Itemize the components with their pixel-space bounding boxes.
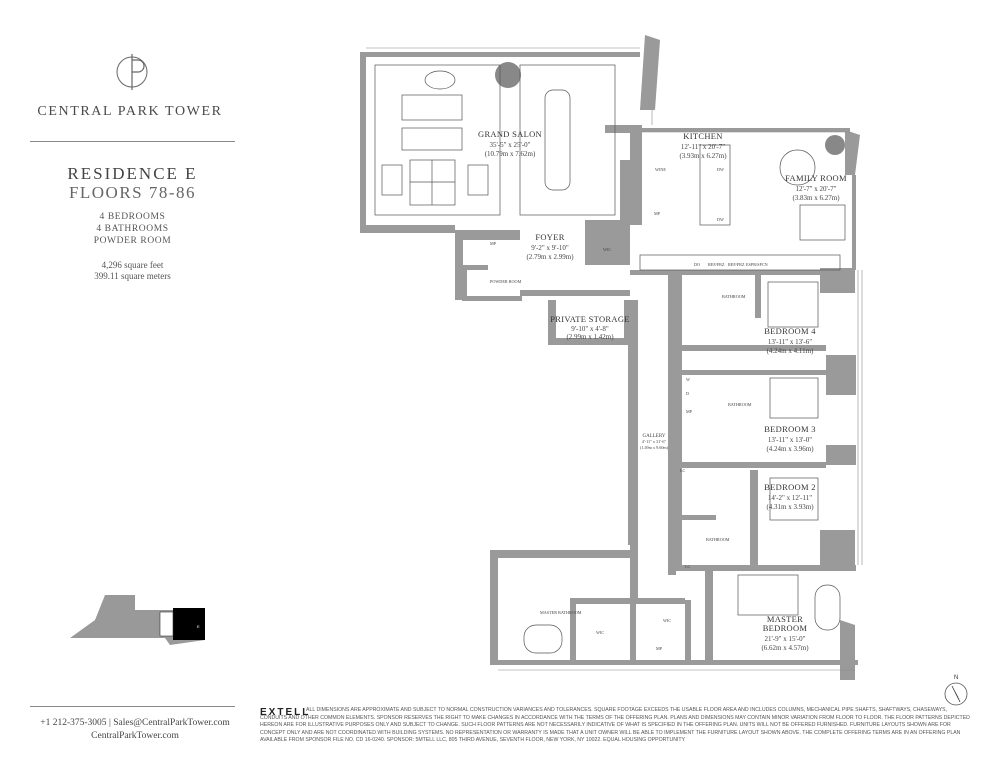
dw-label: DW xyxy=(717,217,724,222)
wic-label: WIC xyxy=(603,247,611,252)
lc-label: LC xyxy=(685,564,691,569)
gallery-label: GALLERY xyxy=(642,434,665,439)
master-bedroom-label-1: MASTER xyxy=(767,614,803,624)
cpt-monogram-icon xyxy=(116,54,148,90)
lc-label: LC xyxy=(680,468,686,473)
wine-label: WINE xyxy=(655,167,666,172)
foyer-dim-imperial: 9'-2" x 9'-10" xyxy=(531,244,569,252)
area-summary: 4,296 square feet 399.11 square meters xyxy=(30,260,235,282)
divider xyxy=(30,141,235,142)
bathroom-label: BATHROOM xyxy=(706,537,730,542)
residence-title: RESIDENCE E xyxy=(67,164,198,183)
w-label: W xyxy=(686,377,690,382)
brand-name: CENTRAL PARK TOWER xyxy=(37,104,223,119)
foyer-dim-metric: (2.79m x 2.99m) xyxy=(526,253,574,261)
bedroom3-dim-metric: (4.24m x 3.96m) xyxy=(766,445,814,453)
private-storage-dim-metric: (2.99m x 1.42m) xyxy=(566,333,614,341)
residence-floors: FLOORS 78-86 xyxy=(68,183,197,202)
kitchen-dim-imperial: 12'-11" x 20'-7" xyxy=(681,143,725,151)
grand-salon-dim-imperial: 35'-5" x 25'-0" xyxy=(490,141,531,149)
family-room-label: FAMILY ROOM xyxy=(785,173,847,183)
powder-room-label: POWDER ROOM xyxy=(490,279,522,284)
refr-label: REF/FRZ xyxy=(728,262,745,267)
bedroom-count: 4 BEDROOMS xyxy=(99,212,166,222)
d-label: D xyxy=(686,391,689,396)
master-bathroom-label: MASTER BATHROOM xyxy=(540,610,582,615)
wic-label: WIC xyxy=(663,618,671,623)
grand-salon-dim-metric: (10.79m x 7.62m) xyxy=(485,150,536,158)
bedroom3-dim-imperial: 13'-11" x 13'-0" xyxy=(768,436,812,444)
bedroom4-dim-imperial: 13'-11" x 13'-6" xyxy=(768,338,812,346)
kitchen-dim-metric: (3.93m x 6.27m) xyxy=(679,152,727,160)
master-bedroom-dim-imperial: 21'-9" x 15'-0" xyxy=(765,635,806,643)
key-plan-icon: E xyxy=(70,595,205,645)
powder-room: POWDER ROOM xyxy=(93,236,172,246)
north-arrow-icon: N xyxy=(944,675,968,706)
contact-block: +1 212-375-3005 | Sales@CentralParkTower… xyxy=(30,717,240,743)
family-room-dim-metric: (3.83m x 6.27m) xyxy=(792,194,840,202)
website-link[interactable]: CentralParkTower.com xyxy=(91,731,179,741)
bedroom2-label: BEDROOM 2 xyxy=(764,482,816,492)
phone-number[interactable]: +1 212-375-3005 xyxy=(40,718,107,728)
mp-label: MP xyxy=(686,409,693,414)
north-label: N xyxy=(954,675,958,681)
grand-salon-label: GRAND SALON xyxy=(478,129,542,139)
bedroom2-dim-metric: (4.31m x 3.93m) xyxy=(766,503,814,511)
area-sqft: 4,296 square feet xyxy=(101,260,164,270)
bedroom4-label: BEDROOM 4 xyxy=(764,326,816,336)
legal-disclaimer: All dimensions are approximate and subje… xyxy=(260,707,970,744)
gallery-dim-metric: (1.49m x 9.60m) xyxy=(640,445,669,450)
divider xyxy=(30,706,235,707)
kitchen-label: KITCHEN xyxy=(683,131,722,141)
bathroom-label: BATHROOM xyxy=(722,294,746,299)
bedroom4-dim-metric: (4.24m x 4.11m) xyxy=(767,347,814,355)
mp-label: MP xyxy=(654,211,661,216)
room-summary: 4 BEDROOMS 4 BATHROOMS POWDER ROOM xyxy=(30,211,235,247)
separator: | xyxy=(108,718,111,728)
extell-logo: EXTELL xyxy=(260,707,311,718)
master-bedroom-dim-metric: (6.62m x 4.57m) xyxy=(761,644,809,652)
mp-label: MP xyxy=(490,241,497,246)
espresso-label: ESPR/SPCN xyxy=(746,262,768,267)
foyer-label: FOYER xyxy=(535,232,564,242)
key-plan-unit: E xyxy=(197,624,200,629)
master-bedroom-label-2: BEDROOM xyxy=(763,623,808,633)
bathroom-count: 4 BATHROOMS xyxy=(96,224,169,234)
private-storage-dim-imperial: 9'-10" x 4'-8" xyxy=(571,325,609,333)
wic-label: WIC xyxy=(596,630,604,635)
bedroom3-label: BEDROOM 3 xyxy=(764,424,816,434)
private-storage-label: PRIVATE STORAGE xyxy=(550,314,630,324)
mp-label: MP xyxy=(656,646,663,651)
area-sqm: 399.11 square meters xyxy=(94,271,171,281)
furniture xyxy=(374,64,846,654)
bathroom-label: BATHROOM xyxy=(728,402,752,407)
gallery-dim-imperial: 4'-11" x 31'-6" xyxy=(642,439,667,444)
walls xyxy=(360,35,860,680)
email-link[interactable]: Sales@CentralParkTower.com xyxy=(113,718,230,728)
refr-label: REF/FRZ xyxy=(708,262,725,267)
do-label: DO xyxy=(694,262,700,267)
family-room-dim-imperial: 12'-7" x 20'-7" xyxy=(796,185,837,193)
dw-label: DW xyxy=(717,167,724,172)
bedroom2-dim-imperial: 14'-2" x 12'-11" xyxy=(768,494,812,502)
